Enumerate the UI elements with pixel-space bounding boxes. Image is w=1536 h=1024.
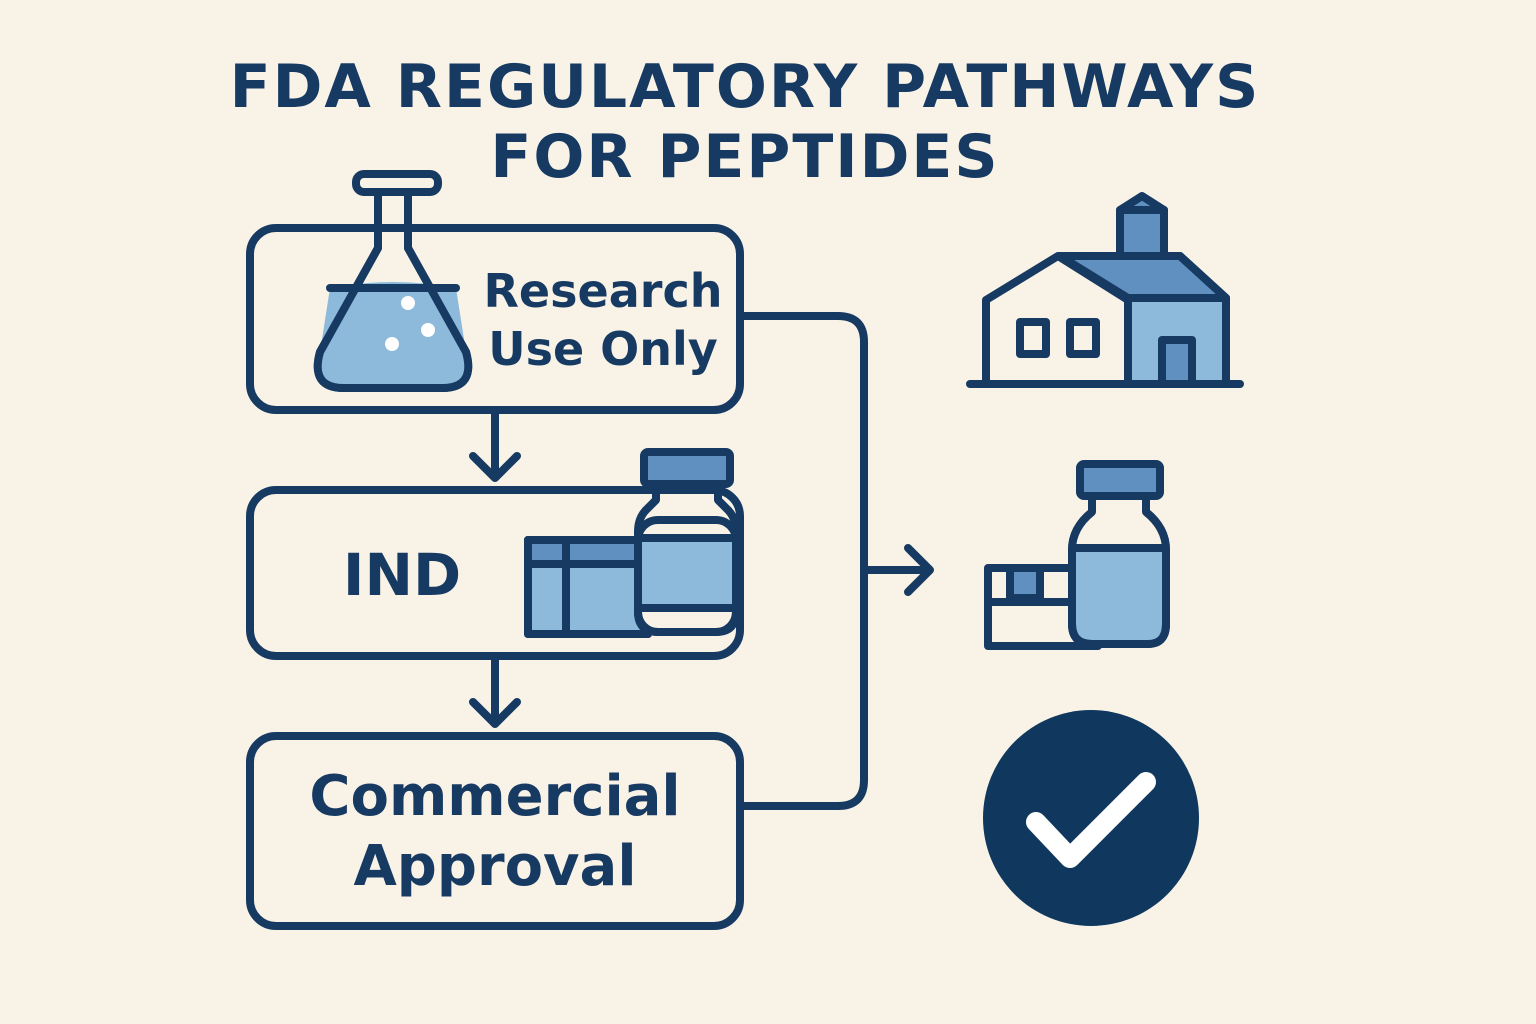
document-icon [524, 536, 652, 638]
right-arrow-icon [860, 544, 934, 596]
checkmark-circle-icon [983, 710, 1199, 926]
commercial-line-2: Approval [353, 834, 637, 899]
vial-icon [634, 448, 740, 636]
ind-label: IND [342, 541, 462, 609]
manufacturing-facility-icon [966, 192, 1244, 388]
bracket-connector [738, 312, 868, 810]
down-arrow-icon [469, 654, 521, 728]
commercial-line-1: Commercial [309, 764, 681, 829]
title-line-1: FDA REGULATORY PATHWAYS [229, 52, 1261, 122]
research-line-1: Research [483, 264, 723, 318]
title-line-2: FOR PEPTIDES [490, 122, 1000, 192]
flask-icon [313, 170, 473, 392]
bubbles-icon [385, 296, 435, 351]
page-title: FDA REGULATORY PATHWAYS FOR PEPTIDES [0, 52, 1490, 192]
research-use-only-label: Research Use Only [478, 262, 728, 378]
commercial-approval-box [246, 732, 744, 930]
packaged-vial-icon [984, 460, 1170, 650]
research-line-2: Use Only [488, 322, 718, 376]
down-arrow-icon [469, 408, 521, 482]
commercial-approval-label: Commercial Approval [270, 762, 720, 902]
